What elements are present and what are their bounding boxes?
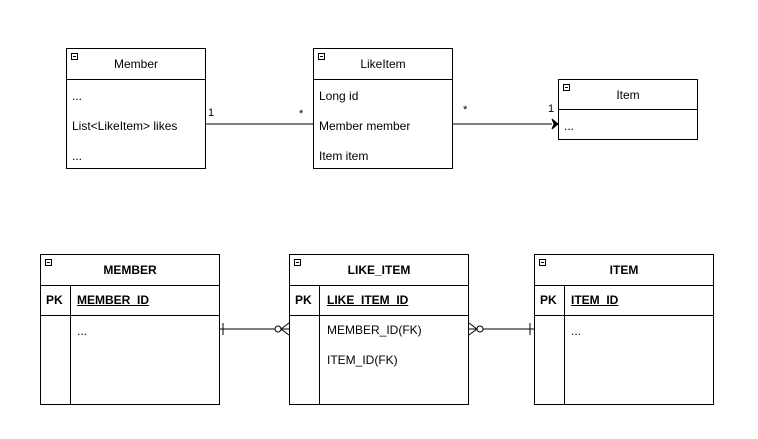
erd-entity-like-item[interactable]: LIKE_ITEM PK LIKE_ITEM_ID MEMBER_ID(FK) … — [289, 254, 469, 405]
divider — [535, 315, 713, 316]
entity-title: LIKE_ITEM — [347, 263, 411, 277]
collapse-icon[interactable] — [45, 259, 52, 266]
multiplicity-likeitem-item-side: * — [463, 104, 468, 116]
class-title: Item — [616, 88, 640, 102]
erd-entity-item[interactable]: ITEM PK ITEM_ID ... — [534, 254, 714, 405]
divider — [41, 285, 219, 286]
entity-title: ITEM — [609, 263, 639, 277]
class-title: LikeItem — [360, 57, 406, 71]
erd-relationship-likeitem-item[interactable] — [468, 322, 534, 336]
entity-field: ... — [571, 324, 582, 338]
primary-key-field: MEMBER_ID — [77, 293, 150, 307]
uml-class-likeitem[interactable]: LikeItem Long id Member member Item item — [313, 48, 453, 169]
pk-label: PK — [540, 293, 557, 307]
divider — [41, 315, 219, 316]
divider — [67, 79, 205, 80]
pk-label: PK — [46, 293, 63, 307]
key-column-divider — [319, 285, 320, 404]
divider — [559, 109, 697, 110]
foreign-key-field: MEMBER_ID(FK) — [327, 323, 422, 337]
erd-relationship-member-likeitem[interactable] — [219, 322, 290, 336]
primary-key-field: LIKE_ITEM_ID — [327, 293, 409, 307]
multiplicity-member-side: 1 — [208, 107, 215, 119]
class-field: Long id — [319, 89, 359, 103]
class-field: ... — [564, 119, 575, 133]
divider — [290, 285, 468, 286]
key-column-divider — [564, 285, 565, 404]
class-field: List<LikeItem> likes — [72, 119, 178, 133]
foreign-key-field: ITEM_ID(FK) — [327, 353, 398, 367]
erd-entity-member[interactable]: MEMBER PK MEMBER_ID ... — [40, 254, 220, 405]
class-field: Member member — [319, 119, 411, 133]
multiplicity-likeitem-side: * — [299, 108, 304, 120]
pk-label: PK — [295, 293, 312, 307]
divider — [290, 315, 468, 316]
uml-arrowhead — [551, 118, 559, 130]
class-title: Member — [113, 57, 158, 71]
collapse-icon[interactable] — [539, 259, 546, 266]
divider — [535, 285, 713, 286]
class-field: ... — [72, 89, 83, 103]
class-field: ... — [72, 149, 83, 163]
divider — [314, 79, 452, 80]
uml-class-item[interactable]: Item ... — [558, 79, 698, 140]
primary-key-field: ITEM_ID — [571, 293, 619, 307]
entity-field: ... — [77, 324, 88, 338]
collapse-icon[interactable] — [294, 259, 301, 266]
collapse-icon[interactable] — [563, 84, 570, 91]
entity-title: MEMBER — [103, 263, 157, 277]
uml-class-member[interactable]: Member ... List<LikeItem> likes ... — [66, 48, 206, 169]
class-field: Item item — [319, 149, 369, 163]
key-column-divider — [70, 285, 71, 404]
collapse-icon[interactable] — [318, 53, 325, 60]
multiplicity-item-side: 1 — [548, 103, 555, 115]
collapse-icon[interactable] — [71, 53, 78, 60]
